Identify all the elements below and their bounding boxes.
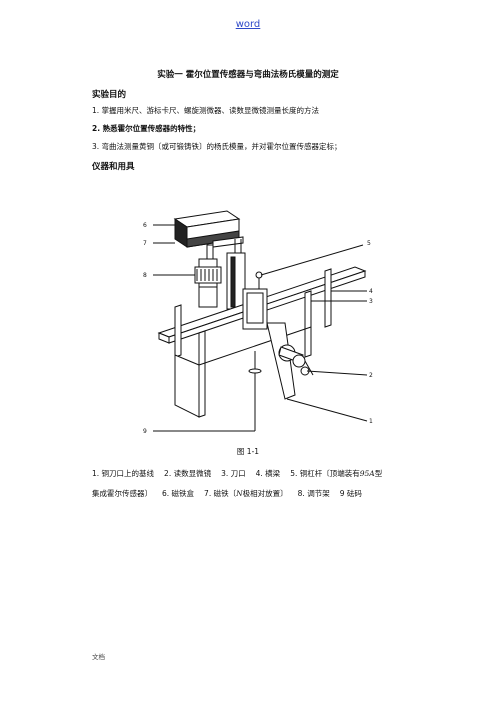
legend-line-1: 1. 铜刀口上的基线 2. 读数显微镜 3. 刀口 4. 横梁 5. 铜杠杆〔顶端装有9… xyxy=(92,468,382,479)
figure-label-6: 6 xyxy=(143,222,147,229)
legend-item-4: 4. 横梁 xyxy=(255,469,281,478)
legend-item-5-cont: 集成霍尔传感器〕 xyxy=(92,489,152,498)
apparatus-figure: 6 7 8 5 4 3 2 1 9 xyxy=(143,210,373,433)
legend-item-2: 2. 读数显微镜 xyxy=(164,469,212,478)
figure-label-8: 8 xyxy=(143,272,147,279)
legend-item-7-tail: 极相对放置〕 xyxy=(242,489,288,498)
legend-item-5: 5. 铜杠杆〔顶端装有 xyxy=(290,469,360,478)
legend-item-3: 3. 刀口 xyxy=(221,469,246,478)
legend-item-5-tail: 型 xyxy=(374,469,383,478)
header-word-link[interactable]: word xyxy=(235,19,261,30)
goal-item-1: 1. 掌握用米尺、游标卡尺、螺旋测微器、读数显微镜测量长度的方法 xyxy=(92,106,320,115)
legend-item-7: 7. 磁铁〔 xyxy=(204,489,237,498)
page-footer: 文档 xyxy=(92,653,105,661)
legend-line-2: 集成霍尔传感器〕 6. 磁铁盒 7. 磁铁〔N极相对放置〕 8. 调节架 9 砝码 xyxy=(92,488,372,499)
legend-model-number: 95A xyxy=(359,469,375,478)
legend-item-8: 8. 调节架 xyxy=(297,489,330,498)
legend-item-9: 9 砝码 xyxy=(339,489,362,498)
page-title: 实验一 霍尔位置传感器与弯曲法杨氏模量的测定 xyxy=(157,70,339,80)
section-heading-purpose: 实验目的 xyxy=(92,90,127,100)
figure-label-9: 9 xyxy=(143,428,147,433)
figure-label-2: 2 xyxy=(369,372,373,379)
legend-pole-n: N xyxy=(236,489,243,498)
figure-label-1: 1 xyxy=(369,418,373,425)
legend-item-1: 1. 铜刀口上的基线 xyxy=(92,469,155,478)
figure-label-3: 3 xyxy=(369,298,373,305)
legend-item-6: 6. 磁铁盒 xyxy=(162,489,195,498)
figure-label-5: 5 xyxy=(367,240,371,247)
figure-label-4: 4 xyxy=(369,288,373,295)
figure-label-7: 7 xyxy=(143,240,147,247)
goal-item-3: 3. 弯曲法测量黄铜〔或可锻铸铁〕的杨氏模量，并对霍尔位置传感器定标； xyxy=(92,142,342,151)
section-heading-apparatus: 仪器和用具 xyxy=(92,162,135,172)
figure-caption: 图 1-1 xyxy=(236,447,260,456)
goal-item-2: 2. 熟悉霍尔位置传感器的特性； xyxy=(92,124,201,133)
